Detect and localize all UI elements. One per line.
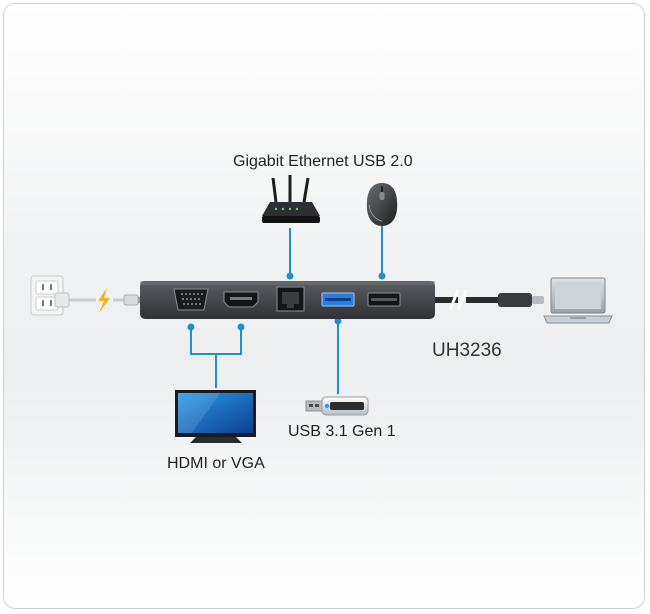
usb2-label: USB 2.0 <box>353 153 413 170</box>
router-icon <box>262 175 320 223</box>
usb-c-cable <box>435 289 544 311</box>
display-connector-line <box>190 327 242 355</box>
wall-outlet-icon <box>30 275 70 316</box>
hdmi-connector-dot <box>237 323 245 331</box>
hub-icon <box>140 281 435 319</box>
ethernet-port <box>276 286 305 312</box>
usb2-port <box>367 292 401 307</box>
monitor-icon <box>175 390 256 443</box>
display-label: HDMI or VGA <box>167 455 265 472</box>
connector-lines <box>187 226 386 394</box>
usb-flash-drive-icon <box>305 396 369 416</box>
usb31-port <box>321 292 355 307</box>
ethernet-connector-dot <box>286 272 294 280</box>
ethernet-label: Gigabit Ethernet <box>233 153 349 170</box>
vga-port <box>173 288 209 311</box>
hdmi-port <box>223 291 259 308</box>
model-label: UH3236 <box>432 340 502 361</box>
power-bolt-icon <box>98 288 110 313</box>
usb2-connector-dot <box>378 272 386 280</box>
mouse-icon <box>366 183 398 226</box>
usb31-connector-dot <box>334 317 342 325</box>
laptop-icon <box>543 277 613 324</box>
power-cable <box>69 294 142 306</box>
vga-connector-dot <box>187 323 195 331</box>
usb31-label: USB 3.1 Gen 1 <box>288 423 396 440</box>
